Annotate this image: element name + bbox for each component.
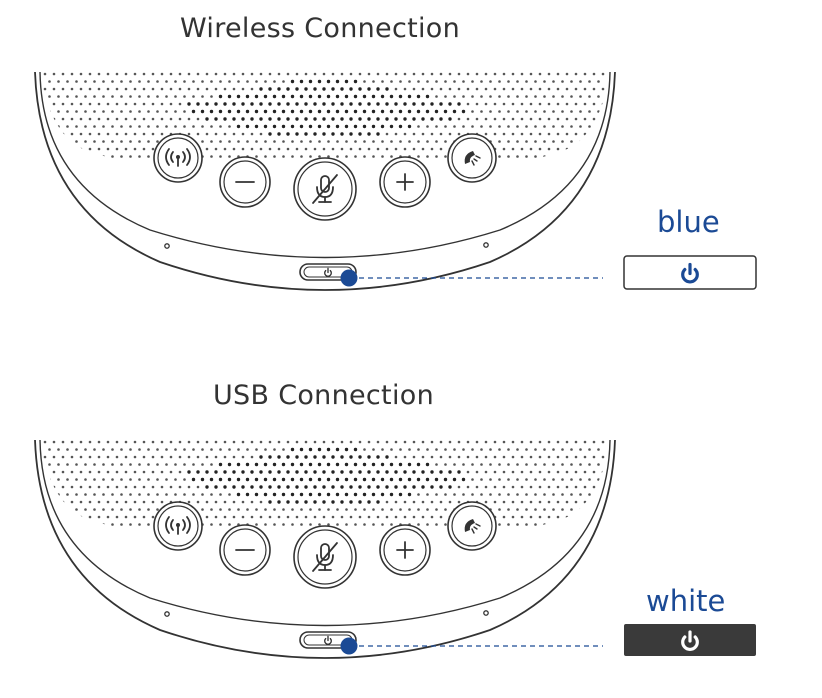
volume-down-button[interactable] [219, 524, 271, 576]
led-indicator-dot [340, 269, 358, 287]
device-inner-rim [39, 71, 611, 259]
mute-button[interactable] [293, 525, 357, 589]
speakerphone-device-wireless [34, 71, 757, 291]
mic-mute-icon [312, 174, 338, 204]
wireless-button[interactable] [153, 501, 203, 551]
mic-hole-right [483, 610, 489, 616]
power-icon [681, 262, 699, 284]
device-outer-body [34, 439, 616, 659]
led-indicator-dot [340, 637, 358, 655]
wireless-status-label: blue [657, 205, 720, 239]
volume-down-button[interactable] [219, 156, 271, 208]
mic-hole-left [164, 243, 170, 249]
mic-mute-icon [312, 542, 338, 572]
power-icon [681, 630, 699, 652]
wireless-icon [165, 148, 191, 167]
speaker-grille [43, 72, 605, 158]
indicator-box-blue [623, 255, 757, 290]
phone-icon [464, 151, 481, 166]
mic-hole-left [164, 611, 170, 617]
power-icon [324, 635, 332, 645]
plus-icon [396, 541, 414, 559]
phone-icon [464, 519, 481, 534]
volume-up-button[interactable] [379, 524, 431, 576]
wireless-icon [165, 516, 191, 535]
usb-status-label: white [646, 584, 726, 618]
usb-connection-title: USB Connection [213, 380, 434, 411]
volume-up-button[interactable] [379, 156, 431, 208]
plus-icon [396, 173, 414, 191]
wireless-connection-title: Wireless Connection [180, 13, 461, 44]
mute-button[interactable] [293, 157, 357, 221]
indicator-box-white [624, 624, 756, 656]
device-inner-rim [39, 439, 611, 627]
wireless-button[interactable] [153, 133, 203, 183]
speakerphone-device-usb [34, 439, 756, 659]
mic-hole-right [483, 242, 489, 248]
device-outer-body [34, 71, 616, 291]
power-icon [324, 267, 332, 277]
call-button[interactable] [447, 501, 497, 551]
call-button[interactable] [447, 133, 497, 183]
speaker-grille [43, 440, 605, 526]
